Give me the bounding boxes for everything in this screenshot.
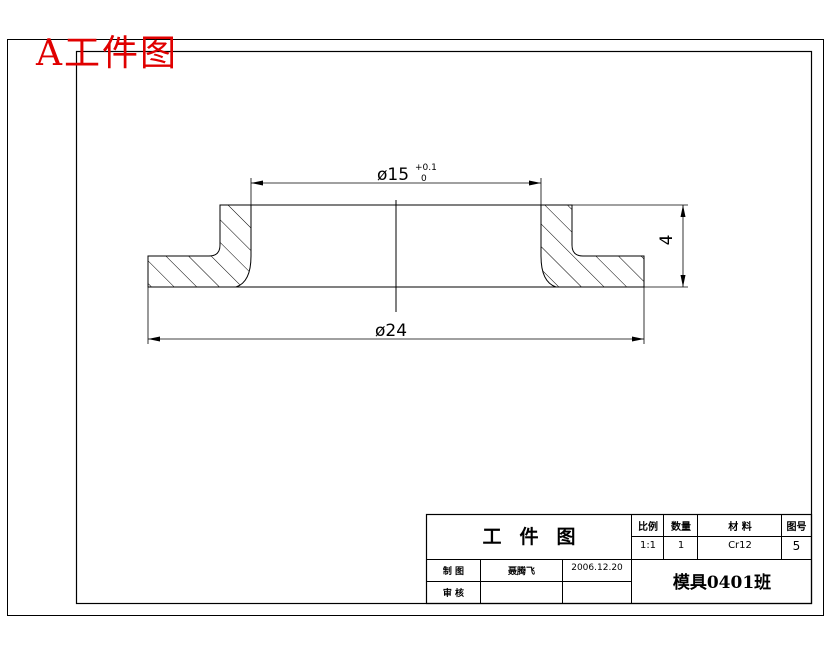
material-value: Cr12 — [728, 540, 752, 551]
quantity-label: 数量 — [671, 522, 691, 533]
checked-by-label: 审 核 — [442, 589, 465, 599]
inner-diameter-dimension: ø15 +0.1 0 — [250, 163, 542, 205]
scale-value: 1:1 — [639, 540, 657, 551]
drawing-no-label: 图号 — [786, 522, 807, 533]
drawing-no-value: 5 — [792, 539, 801, 553]
inner-diameter-tol-lower: 0 — [421, 174, 427, 184]
outer-diameter-dimension: ø24 — [147, 287, 645, 344]
drawn-by-value: 聂腾飞 — [507, 567, 535, 577]
title-block-grid — [425, 513, 813, 605]
date-value: 2006.12.20 — [571, 563, 623, 573]
quantity-value: 1 — [677, 540, 685, 551]
section-right — [540, 204, 645, 288]
section-left — [147, 204, 252, 288]
class-name: 模具0401班 — [672, 573, 772, 593]
outer-diameter-label: ø24 — [375, 321, 407, 341]
inner-diameter-tol-upper: +0.1 — [415, 163, 437, 173]
drawing-name: 工件图 — [482, 526, 594, 548]
height-dimension: 4 — [572, 204, 688, 288]
scale-label: 比例 — [638, 522, 658, 533]
height-label: 4 — [657, 235, 677, 246]
inner-diameter-label: ø15 — [377, 165, 409, 185]
sheet-label: A工件图 — [36, 33, 178, 74]
drawn-by-label: 制 图 — [442, 567, 465, 577]
material-label: 材 料 — [728, 522, 752, 533]
outer-border — [7, 39, 824, 616]
